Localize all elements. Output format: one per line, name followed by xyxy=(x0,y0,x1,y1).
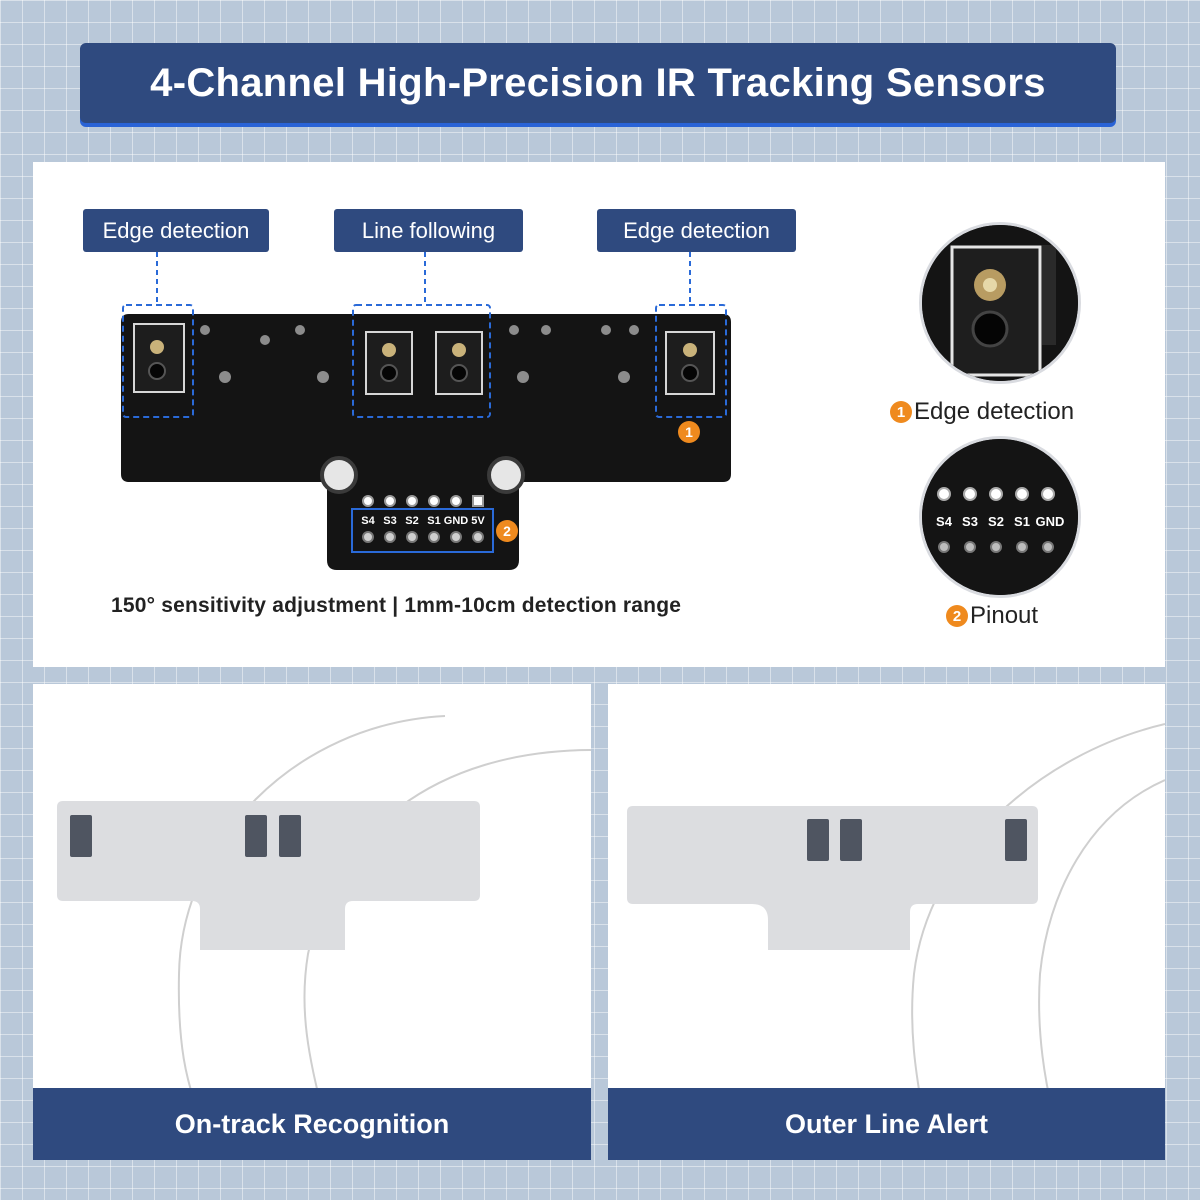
marker-1: 1 xyxy=(678,421,700,443)
callout-pinout: 2 Pinout xyxy=(946,602,1038,630)
sensor-block-s2-right xyxy=(840,819,862,861)
scenario-panel-outer-line: Outer Line Alert xyxy=(608,684,1165,1160)
tag-edge-detection-left: Edge detection xyxy=(83,209,269,252)
callout-number-1: 1 xyxy=(890,401,912,423)
sensor-block-s3 xyxy=(245,815,267,857)
svg-text:2: 2 xyxy=(503,523,511,539)
callout-label-edge: Edge detection xyxy=(914,398,1075,425)
zoom-pin-s2: S2 xyxy=(988,514,1004,529)
zoom-pin-s4: S4 xyxy=(936,514,953,529)
sensor-block-s4 xyxy=(70,815,92,857)
title-banner: 4-Channel High-Precision IR Tracking Sen… xyxy=(80,43,1116,123)
pin-label-s2: S2 xyxy=(405,515,418,527)
sensor-block-s3-right xyxy=(807,819,829,861)
tag-line-following: Line following xyxy=(334,209,523,252)
pin-label-gnd: GND xyxy=(444,515,469,527)
pin-label-s1: S1 xyxy=(427,515,440,527)
outer-line-diagram xyxy=(627,723,1165,1115)
zoom-pin-s3: S3 xyxy=(962,514,978,529)
pin-label-5v: 5V xyxy=(471,515,485,527)
zoom-edge-sensor xyxy=(919,222,1081,384)
marker-2: 2 xyxy=(496,520,518,542)
zoom-pin-gnd: GND xyxy=(1036,514,1065,529)
sensor-module-2 xyxy=(435,331,483,395)
sensor-module-1 xyxy=(665,331,715,395)
callout-edge-detection: 1 Edge detection xyxy=(890,398,1074,426)
spec-caption: 150° sensitivity adjustment | 1mm-10cm d… xyxy=(111,594,682,617)
sensor-module-3 xyxy=(365,331,413,395)
callout-label-pinout: Pinout xyxy=(970,602,1039,629)
pin-label-s4: S4 xyxy=(361,515,375,527)
pin-label-s3: S3 xyxy=(383,515,396,527)
sensor-overview-panel: Edge detection Line following Edge detec… xyxy=(33,162,1165,667)
on-track-diagram xyxy=(57,715,591,1115)
sensor-block-s1-right xyxy=(1005,819,1027,861)
scenario-label-on-track: On-track Recognition xyxy=(33,1088,591,1160)
zoom-pin-s1: S1 xyxy=(1014,514,1030,529)
sensor-board-illustration: S4 S3 S2 S1 GND 5V 1 2 xyxy=(121,252,731,570)
scenario-label-outer-line: Outer Line Alert xyxy=(608,1088,1165,1160)
page-title: 4-Channel High-Precision IR Tracking Sen… xyxy=(150,60,1046,105)
zoom-pinout: S4 S3 S2 S1 GND xyxy=(919,436,1081,598)
header-pins xyxy=(362,495,484,543)
scenario-panel-on-track: On-track Recognition xyxy=(33,684,591,1160)
svg-text:1: 1 xyxy=(685,424,693,440)
callout-number-2: 2 xyxy=(946,605,968,627)
tag-edge-detection-right: Edge detection xyxy=(597,209,796,252)
sensor-module-4 xyxy=(133,323,185,393)
sensor-block-s2 xyxy=(279,815,301,857)
